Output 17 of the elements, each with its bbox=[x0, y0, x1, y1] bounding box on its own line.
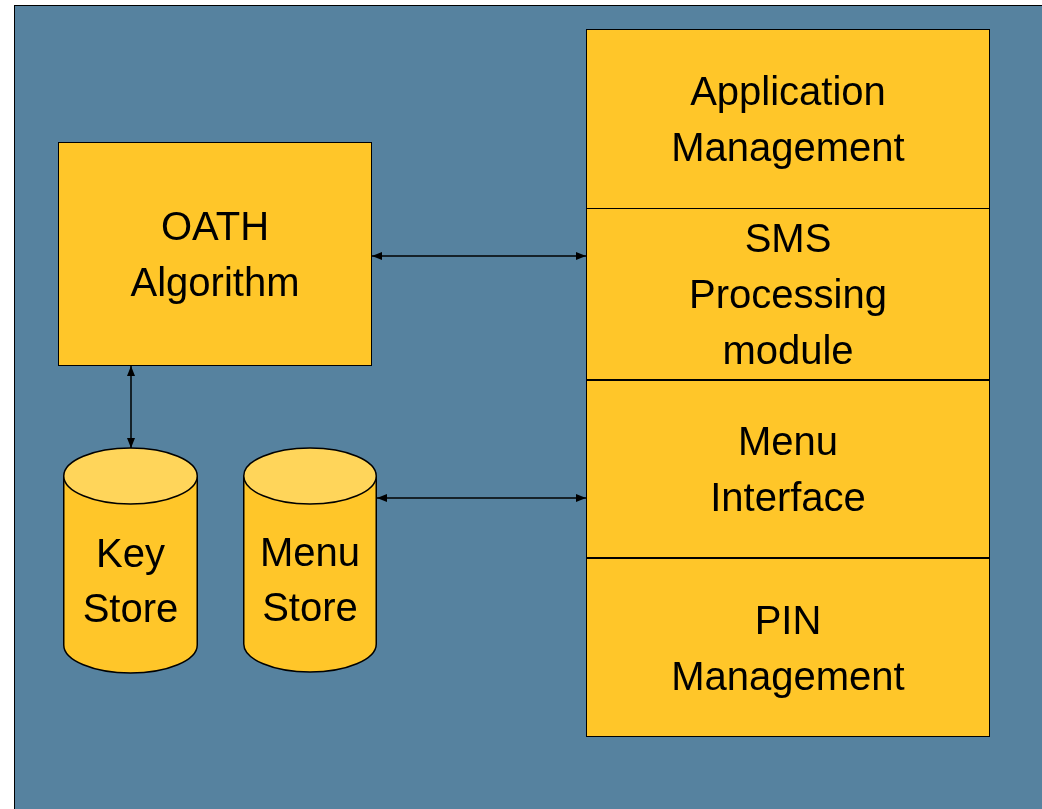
node-label: Key Store bbox=[81, 529, 180, 632]
database-cylinder bbox=[243, 448, 377, 672]
double-arrow bbox=[127, 365, 135, 449]
module-box bbox=[586, 29, 990, 209]
process-box bbox=[58, 142, 372, 366]
module-box bbox=[586, 558, 990, 737]
node-label: PIN Management bbox=[670, 596, 906, 700]
module-box bbox=[586, 208, 990, 380]
double-arrow bbox=[376, 494, 587, 502]
node-label: Menu Store bbox=[258, 529, 362, 631]
node-label: OATH Algorithm bbox=[129, 203, 301, 306]
node-label: Application Management bbox=[670, 68, 906, 171]
node-label: SMS Processing module bbox=[688, 215, 888, 374]
database-cylinder bbox=[63, 448, 198, 673]
double-arrow bbox=[371, 252, 587, 260]
module-box bbox=[586, 380, 990, 558]
node-label: Menu Interface bbox=[709, 418, 867, 521]
